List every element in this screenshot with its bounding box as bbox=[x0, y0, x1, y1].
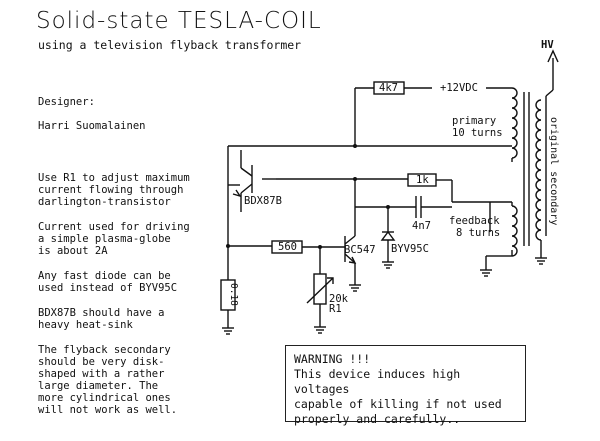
q1-label: BDX87B bbox=[244, 195, 282, 207]
diode-byv95c bbox=[380, 230, 396, 241]
note-heatsink: BDX87B should have a heavy heat-sink bbox=[38, 307, 165, 331]
pot-value-label: 20k bbox=[329, 293, 348, 305]
primary-label: primary bbox=[452, 115, 497, 127]
designer-credit: Designer: Harri Suomalainen bbox=[38, 84, 218, 144]
potentiometer-r1 bbox=[313, 273, 327, 305]
hv-arrow-icon bbox=[547, 49, 559, 63]
pot-adjust-arrow bbox=[306, 277, 334, 304]
primary-turns-label: 10 turns bbox=[452, 127, 503, 139]
note-current: Current used for driving a simple plasma… bbox=[38, 221, 190, 257]
r-4k7-label: 4k7 bbox=[379, 82, 398, 94]
r-018-label: 0.18 bbox=[228, 283, 239, 306]
r-560-label: 560 bbox=[278, 241, 297, 253]
hv-output-bend bbox=[545, 89, 554, 97]
bdx-emitter-arrow-icon bbox=[232, 189, 242, 198]
pot-arrow-icon bbox=[327, 277, 334, 284]
note-diode: Any fast diode can be used instead of BY… bbox=[38, 270, 178, 294]
note-secondary-shape: The flyback secondary should be very dis… bbox=[38, 344, 178, 416]
page-title: Solid-state TESLA-COIL bbox=[36, 8, 322, 34]
junction-dot bbox=[226, 244, 230, 248]
hv-label: HV bbox=[541, 39, 554, 51]
r-1k-label: 1k bbox=[416, 174, 429, 186]
diode-label: BYV95C bbox=[391, 243, 429, 255]
feedback-winding bbox=[511, 205, 518, 257]
warning-line-1: This device induces high voltages bbox=[294, 367, 461, 396]
pot-name-label: R1 bbox=[329, 303, 342, 315]
secondary-winding bbox=[535, 99, 542, 241]
junction-dot bbox=[353, 144, 357, 148]
supply-label: +12VDC bbox=[440, 82, 478, 94]
primary-winding bbox=[511, 87, 518, 159]
c-4n7-label: 4n7 bbox=[412, 220, 431, 232]
page-subtitle: using a television flyback transformer bbox=[38, 38, 302, 52]
warning-box: WARNING !!! This device induces high vol… bbox=[285, 345, 526, 426]
warning-heading: WARNING !!! bbox=[294, 352, 371, 366]
feedback-turns-label: 8 turns bbox=[456, 227, 501, 239]
warning-line-3: properly and carefully.. bbox=[294, 412, 461, 426]
designer-name: Harri Suomalainen bbox=[38, 120, 146, 132]
junction-dot bbox=[353, 177, 357, 181]
secondary-label: original secondary bbox=[548, 117, 559, 226]
feedback-label: feedback bbox=[449, 215, 500, 227]
warning-line-2: capable of killing if not used bbox=[294, 397, 502, 411]
designer-label: Designer: bbox=[38, 96, 95, 108]
note-r1-adjust: Use R1 to adjust maximum current flowing… bbox=[38, 172, 190, 208]
design-notes: Designer: Harri Suomalainen Use R1 to ad… bbox=[38, 84, 218, 429]
q2-label: BC547 bbox=[344, 244, 376, 256]
junction-dot bbox=[318, 245, 322, 249]
junction-dot bbox=[386, 205, 390, 209]
